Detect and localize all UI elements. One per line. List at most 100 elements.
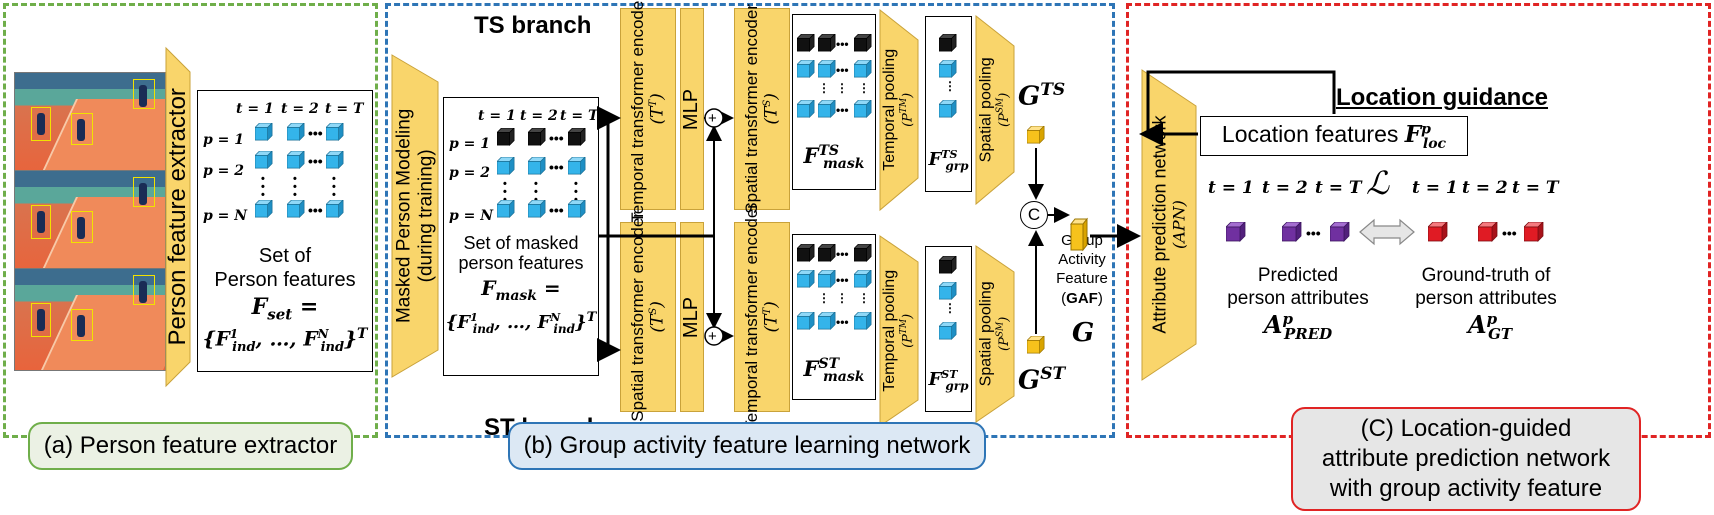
svg-text:•••: ••• bbox=[1502, 225, 1517, 241]
person-label-2: p = 2 bbox=[203, 163, 245, 179]
gt-line2: person attributes bbox=[1415, 288, 1557, 309]
predicted-line2: person attributes bbox=[1227, 288, 1369, 309]
loss-double-arrow bbox=[1359, 218, 1415, 246]
set-features-line2: Person features bbox=[214, 269, 356, 291]
svg-text:⋮: ⋮ bbox=[836, 81, 848, 95]
masked-time-label-1: t = 1 bbox=[478, 108, 516, 124]
svg-text:•••: ••• bbox=[549, 159, 564, 175]
concat-node: C bbox=[1020, 201, 1048, 229]
masked-features-line2: person features bbox=[458, 253, 584, 273]
gt-line1: Ground-truth of bbox=[1421, 265, 1551, 286]
st-grp-cube-column: ⋮ bbox=[939, 256, 957, 340]
svg-text:•••: ••• bbox=[836, 103, 849, 117]
svg-text:•••: ••• bbox=[549, 202, 564, 218]
svg-text:•: • bbox=[332, 173, 336, 185]
ground-truth-cubes: ••• bbox=[1428, 222, 1544, 242]
svg-text:•: • bbox=[332, 181, 336, 193]
svg-text:•••: ••• bbox=[1306, 225, 1321, 241]
svg-text:•••: ••• bbox=[836, 247, 849, 261]
video-frame-2 bbox=[14, 170, 166, 273]
location-guidance-label: Location guidance bbox=[1336, 84, 1549, 111]
ts-mlp-block bbox=[680, 8, 704, 210]
st-grp-features-label: FSTgrp bbox=[928, 368, 969, 393]
svg-text:•: • bbox=[574, 178, 578, 190]
svg-text:•••: ••• bbox=[836, 37, 849, 51]
g-st-cube bbox=[1027, 336, 1045, 354]
svg-text:•••: ••• bbox=[836, 273, 849, 287]
st-temporal-encoder-block bbox=[734, 222, 790, 412]
time-label-2: t = 2 bbox=[281, 101, 319, 117]
svg-text:+: + bbox=[708, 328, 717, 345]
loss-symbol: ℒ bbox=[1366, 164, 1390, 202]
svg-text:•: • bbox=[261, 181, 265, 193]
predicted-line1: Predicted bbox=[1257, 265, 1339, 286]
caption-c: (C) Location-guided attribute prediction… bbox=[1291, 407, 1641, 511]
ts-add-node bbox=[704, 108, 724, 128]
ts-branch-title: TS branch bbox=[474, 12, 592, 39]
masked-features-elements: {F1ind, …, FNind}T bbox=[445, 310, 597, 336]
location-features-label: Location features Fploc bbox=[1221, 121, 1447, 152]
person-label-3: p = N bbox=[203, 208, 248, 224]
time-label-1: t = 1 bbox=[236, 101, 274, 117]
svg-text:•: • bbox=[534, 178, 538, 190]
gt-time-label-3: t = T bbox=[1512, 178, 1559, 198]
svg-text:•: • bbox=[503, 186, 507, 198]
ts-spatial-encoder-block bbox=[734, 8, 790, 210]
person-cube-grid: ••• ••• ••• ••• ••• ••• bbox=[255, 123, 344, 218]
predicted-cubes: ••• bbox=[1226, 222, 1350, 242]
ts-mask-cube-grid: ••• ••• ⋮ ⋮ ⋮ ••• bbox=[797, 34, 872, 118]
video-frame-1 bbox=[14, 72, 166, 175]
predicted-symbol: ApPRED bbox=[1263, 310, 1333, 343]
gaf-cube bbox=[1069, 217, 1089, 252]
svg-text:⋮: ⋮ bbox=[836, 291, 848, 305]
gt-time-label-2: t = 2 bbox=[1462, 178, 1508, 198]
branch-connectors bbox=[597, 106, 714, 362]
st-add-node bbox=[704, 326, 724, 346]
video-frame-3 bbox=[14, 268, 166, 371]
ts-temporal-encoder-block bbox=[620, 8, 676, 210]
svg-text:+: + bbox=[708, 110, 717, 127]
masked-person-label-1: p = 1 bbox=[449, 136, 491, 152]
ts-mask-features-label: FTSmask bbox=[803, 143, 865, 173]
person-label-1: p = 1 bbox=[203, 132, 245, 148]
svg-text:•: • bbox=[261, 189, 265, 201]
svg-text:•: • bbox=[261, 173, 265, 185]
svg-text:•: • bbox=[293, 189, 297, 201]
location-features-box bbox=[1200, 116, 1468, 156]
svg-text:⋮: ⋮ bbox=[858, 81, 870, 95]
gaf-abbr: (GAF) bbox=[1061, 290, 1103, 307]
gaf-line2: Activity bbox=[1058, 251, 1106, 268]
masked-time-label-3: t = T bbox=[560, 108, 599, 124]
svg-text:⋮: ⋮ bbox=[944, 301, 956, 315]
st-mlp-block bbox=[680, 222, 704, 412]
svg-text:•••: ••• bbox=[308, 153, 323, 169]
pred-time-label-3: t = T bbox=[1315, 178, 1362, 198]
svg-text:⋮: ⋮ bbox=[818, 81, 830, 95]
svg-text:•••: ••• bbox=[836, 63, 849, 77]
svg-text:•••: ••• bbox=[549, 130, 564, 146]
g-ts-label: GTS bbox=[1018, 80, 1066, 112]
svg-text:•: • bbox=[293, 173, 297, 185]
set-features-line1: Set of bbox=[258, 245, 312, 267]
svg-text:⋮: ⋮ bbox=[944, 79, 956, 93]
svg-text:•••: ••• bbox=[308, 202, 323, 218]
pred-time-label-2: t = 2 bbox=[1262, 178, 1308, 198]
time-label-3: t = T bbox=[325, 101, 364, 117]
svg-text:⋮: ⋮ bbox=[818, 291, 830, 305]
set-features-elements: {F1ind, …, FNind}T bbox=[202, 326, 368, 355]
svg-text:•: • bbox=[534, 186, 538, 198]
person-features-box bbox=[197, 90, 373, 372]
masked-person-label-2: p = 2 bbox=[449, 165, 491, 181]
masked-features-formula: Fmask = bbox=[481, 276, 561, 304]
masked-features-line1: Set of masked bbox=[463, 233, 579, 253]
gt-time-label-1: t = 1 bbox=[1412, 178, 1458, 198]
svg-text:•: • bbox=[503, 178, 507, 190]
svg-text:•: • bbox=[293, 181, 297, 193]
st-spatial-encoder-block bbox=[620, 222, 676, 412]
set-features-formula: Fset = bbox=[251, 294, 319, 324]
ts-grp-cube-column: ⋮ bbox=[939, 34, 957, 118]
svg-text:•: • bbox=[574, 186, 578, 198]
ts-grp-features-label: FTSgrp bbox=[928, 148, 969, 173]
pred-time-label-1: t = 1 bbox=[1208, 178, 1254, 198]
